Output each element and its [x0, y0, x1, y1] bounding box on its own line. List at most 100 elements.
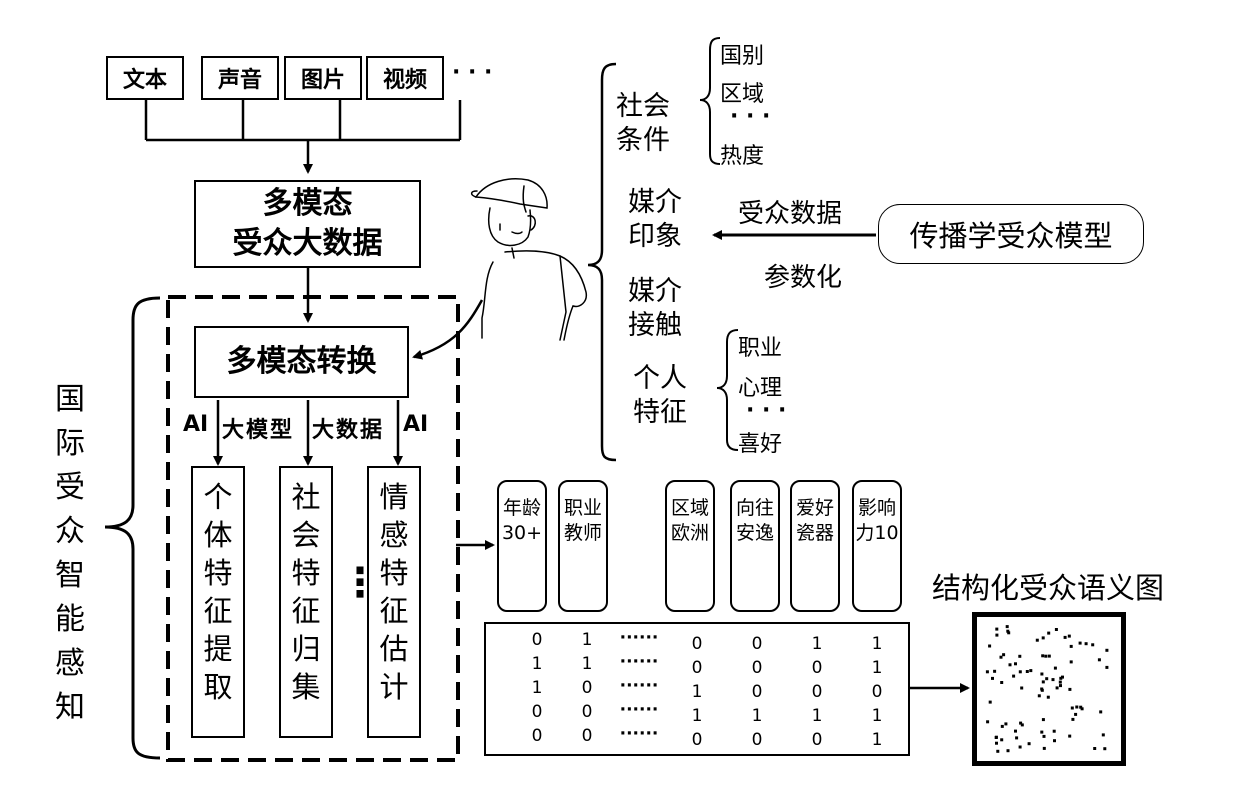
method-big-data: 大数据: [312, 418, 385, 443]
media-contact-line2: 接触: [628, 310, 682, 341]
left-brace: [104, 296, 161, 760]
graph-node: [1069, 644, 1073, 648]
graph-node: [1000, 738, 1004, 742]
graph-node: [1006, 629, 1010, 633]
model-edge-audience-data: 受众数据: [738, 199, 843, 229]
communication-model-label: 传播学受众模型: [909, 219, 1113, 253]
matrix-cell: 0: [751, 682, 763, 702]
social-condition-label: 社会 条件: [616, 90, 670, 158]
person-figure: [470, 178, 588, 341]
graph-node: [1105, 648, 1109, 652]
matrix-cell: 0: [751, 634, 763, 654]
attribute-influence: 影响力10: [852, 480, 902, 612]
graph-node: [1047, 631, 1051, 635]
graph-node: [1063, 635, 1067, 639]
semantic-graph-box: [972, 612, 1126, 766]
graph-node: [1018, 745, 1022, 749]
communication-model-box: 传播学受众模型: [878, 204, 1144, 264]
graph-node: [1040, 672, 1044, 676]
attribute-region: 区域欧洲: [665, 480, 715, 612]
attribute-occupation: 职业教师: [558, 480, 608, 612]
matrix-cell: 1: [531, 654, 543, 674]
left-title-vertical: 国际受众智能感知: [55, 382, 85, 725]
semantic-graph-dots: [985, 625, 1109, 753]
graph-node: [1067, 634, 1071, 638]
graph-node: [995, 741, 998, 745]
graph-node: [1078, 641, 1082, 645]
graph-node: [1061, 675, 1064, 679]
matrix-cell: 0: [871, 682, 883, 702]
media-contact-line1: 媒介: [628, 276, 682, 307]
graph-node: [1004, 722, 1008, 726]
personal-feature-line2: 特征: [633, 397, 687, 428]
graph-node: [1014, 662, 1017, 666]
graph-node: [994, 736, 998, 739]
graph-node: [1018, 654, 1022, 658]
attribute-hobby: 爱好瓷器: [790, 480, 840, 612]
semantic-graph-label: 结构化受众语义图: [932, 571, 1165, 605]
graph-node: [1015, 736, 1019, 740]
graph-node: [1054, 628, 1058, 631]
graph-node: [1099, 710, 1103, 714]
media-impression-line2: 印象: [628, 221, 682, 252]
source-more-ellipsis: · · ·: [452, 60, 493, 85]
graph-node: [995, 633, 999, 637]
graph-node: [1014, 729, 1017, 733]
social-condition-line1: 社会: [616, 91, 670, 122]
graph-node: [1018, 670, 1022, 674]
graph-node: [1059, 684, 1062, 688]
graph-node: [1058, 680, 1062, 684]
social-item-ellipsis: · · ·: [730, 104, 771, 129]
graph-node: [1070, 706, 1074, 710]
graph-node: [1020, 723, 1024, 727]
matrix-cell: 0: [691, 730, 703, 750]
graph-node: [988, 700, 992, 704]
perception-dashed-frame: [166, 295, 460, 762]
social-item-country: 国别: [720, 44, 765, 69]
graph-node: [1012, 674, 1016, 678]
matrix-cell: 0: [581, 726, 593, 746]
matrix-cell: 1: [581, 630, 593, 650]
source-image-label: 图片: [300, 68, 345, 93]
attribute-aspiration: 向往安逸: [730, 480, 780, 612]
graph-node: [1019, 721, 1023, 725]
step-emotion-feature-estimation: 情感特征估计: [367, 466, 421, 738]
matrix-ellipsis: ······: [619, 628, 659, 648]
graph-node: [1080, 707, 1084, 711]
source-image-box: 图片: [284, 56, 362, 100]
source-text-box: 文本: [106, 56, 184, 100]
multimodal-data-box: 多模态 受众大数据: [194, 180, 421, 268]
matrix-cell: 1: [691, 706, 703, 726]
matrix-ellipsis: ······: [619, 724, 659, 744]
graph-node: [1000, 724, 1004, 728]
method-large-model: 大模型: [222, 418, 295, 443]
graph-node: [1047, 654, 1051, 658]
method-ai-left: AI: [183, 412, 209, 437]
graph-node: [1041, 718, 1045, 722]
media-impression-line1: 媒介: [628, 187, 682, 218]
step-individual-feature-extraction: 个体特征提取: [191, 466, 245, 738]
matrix-cell: 1: [871, 658, 883, 678]
right-brace: [587, 62, 617, 462]
graph-node: [1105, 665, 1109, 669]
graph-node: [1006, 749, 1010, 753]
matrix-cell: 0: [751, 730, 763, 750]
graph-node: [1027, 742, 1031, 746]
graph-node: [1045, 677, 1049, 681]
graph-node: [988, 644, 992, 648]
matrix-cell: 1: [691, 682, 703, 702]
social-brace: [699, 37, 721, 165]
graph-node: [1037, 694, 1041, 698]
graph-node: [999, 655, 1003, 659]
social-item-region: 区域: [720, 82, 765, 107]
matrix-ellipsis: ······: [619, 676, 659, 696]
graph-node: [1074, 712, 1078, 716]
graph-node: [1025, 670, 1029, 673]
personal-feature-label: 个人 特征: [633, 362, 687, 430]
matrix-cell: 0: [531, 702, 543, 722]
graph-node: [1041, 654, 1045, 658]
graph-node: [985, 670, 989, 674]
graph-node: [1041, 636, 1045, 640]
